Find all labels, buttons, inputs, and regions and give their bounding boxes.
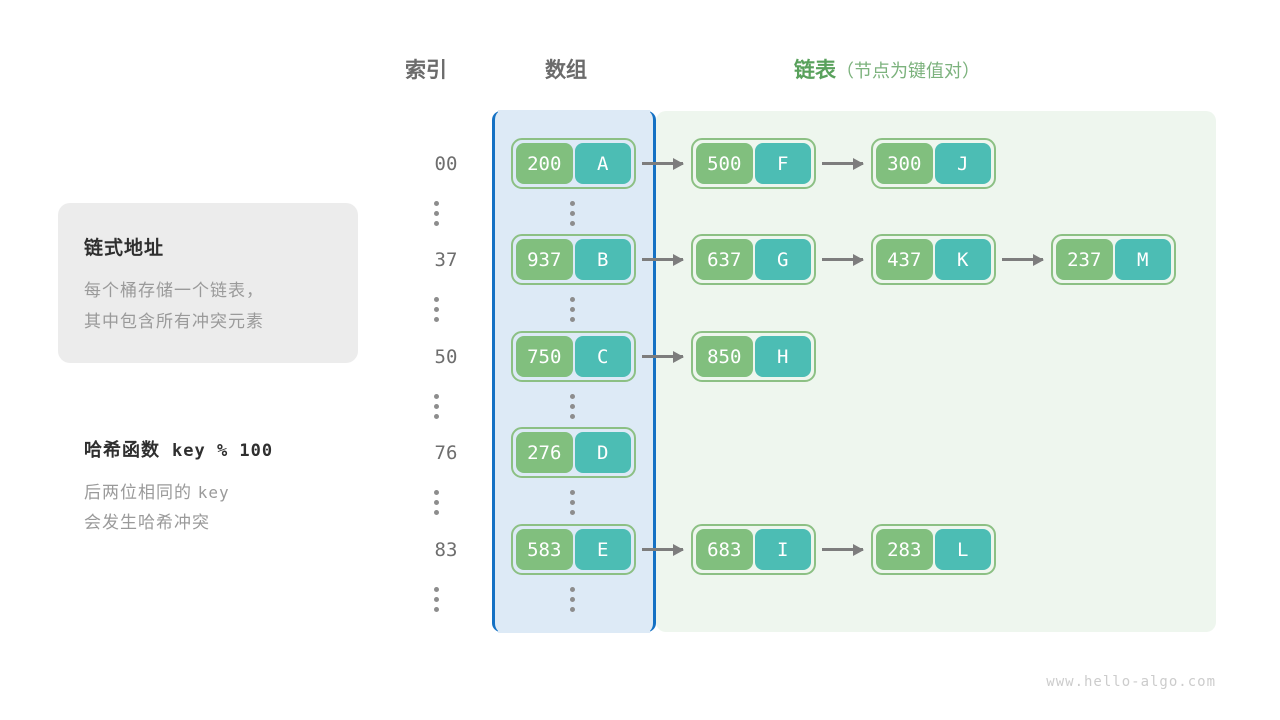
header-linked-list-label: 链表: [794, 59, 836, 82]
bucket-index-label: 37: [434, 249, 458, 271]
node-value: D: [574, 432, 631, 473]
hash-description-text: 后两位相同的: [84, 483, 192, 502]
node-key: 300: [876, 143, 933, 184]
header-array-label: 数组: [545, 59, 587, 82]
array-ellipsis: [570, 394, 576, 419]
header-linked-list: 链表（节点为键值对）: [794, 54, 980, 84]
info-card-body: 每个桶存储一个链表， 其中包含所有冲突元素: [84, 275, 264, 337]
header-linked-list-sublabel: （节点为键值对）: [836, 61, 980, 81]
array-ellipsis: [570, 201, 576, 226]
array-ellipsis: [570, 297, 576, 322]
chain-arrow: [642, 157, 684, 170]
node-value: E: [574, 529, 631, 570]
node-value: I: [754, 529, 811, 570]
node-value: L: [934, 529, 991, 570]
node-key: 850: [696, 336, 753, 377]
chain-arrow: [642, 350, 684, 363]
bucket-index-label: 76: [434, 442, 458, 464]
bucket-index-label: 50: [434, 346, 458, 368]
header-array: 数组: [545, 54, 587, 84]
node-value: M: [1114, 239, 1171, 280]
node-key: 937: [516, 239, 573, 280]
node-key: 200: [516, 143, 573, 184]
info-card-body-line-2: 其中包含所有冲突元素: [84, 312, 264, 331]
header-index-label: 索引: [405, 59, 447, 82]
index-ellipsis: [434, 201, 440, 226]
index-ellipsis: [434, 587, 440, 612]
node-key: 237: [1056, 239, 1113, 280]
node-key: 583: [516, 529, 573, 570]
node-key: 276: [516, 432, 573, 473]
node-value: B: [574, 239, 631, 280]
hash-function-description: 后两位相同的 key 会发生哈希冲突: [84, 478, 384, 538]
hash-function-title: 哈希函数 key % 100: [84, 436, 384, 462]
node-key: 437: [876, 239, 933, 280]
chain-arrow: [1002, 253, 1044, 266]
bucket-index-label: 83: [434, 539, 458, 561]
chain-arrow: [642, 543, 684, 556]
array-ellipsis: [570, 490, 576, 515]
hash-function-note: 哈希函数 key % 100 后两位相同的 key 会发生哈希冲突: [84, 436, 384, 538]
info-card-title: 链式地址: [84, 238, 165, 259]
node-value: A: [574, 143, 631, 184]
chain-arrow: [822, 543, 864, 556]
node-key: 283: [876, 529, 933, 570]
node-key: 500: [696, 143, 753, 184]
chain-arrow: [822, 253, 864, 266]
info-card-body-line-1: 每个桶存储一个链表，: [84, 281, 264, 300]
node-key: 750: [516, 336, 573, 377]
node-value: C: [574, 336, 631, 377]
index-ellipsis: [434, 394, 440, 419]
node-key: 683: [696, 529, 753, 570]
node-value: F: [754, 143, 811, 184]
index-ellipsis: [434, 297, 440, 322]
chain-arrow: [822, 157, 864, 170]
node-value: H: [754, 336, 811, 377]
hash-description-code: key: [197, 483, 230, 502]
node-value: J: [934, 143, 991, 184]
bucket-index-label: 00: [434, 153, 458, 175]
hash-function-title-label: 哈希函数: [84, 440, 160, 460]
node-key: 637: [696, 239, 753, 280]
chain-arrow: [642, 253, 684, 266]
watermark: www.hello-algo.com: [1046, 674, 1216, 690]
hash-function-expression: key % 100: [172, 441, 274, 461]
array-ellipsis: [570, 587, 576, 612]
info-card-chaining: 链式地址 每个桶存储一个链表， 其中包含所有冲突元素: [58, 203, 358, 363]
node-value: G: [754, 239, 811, 280]
hash-function-description-line-1: 后两位相同的 key: [84, 478, 384, 508]
index-ellipsis: [434, 490, 440, 515]
hash-function-description-line-2: 会发生哈希冲突: [84, 513, 210, 532]
node-value: K: [934, 239, 991, 280]
header-index: 索引: [405, 54, 447, 84]
